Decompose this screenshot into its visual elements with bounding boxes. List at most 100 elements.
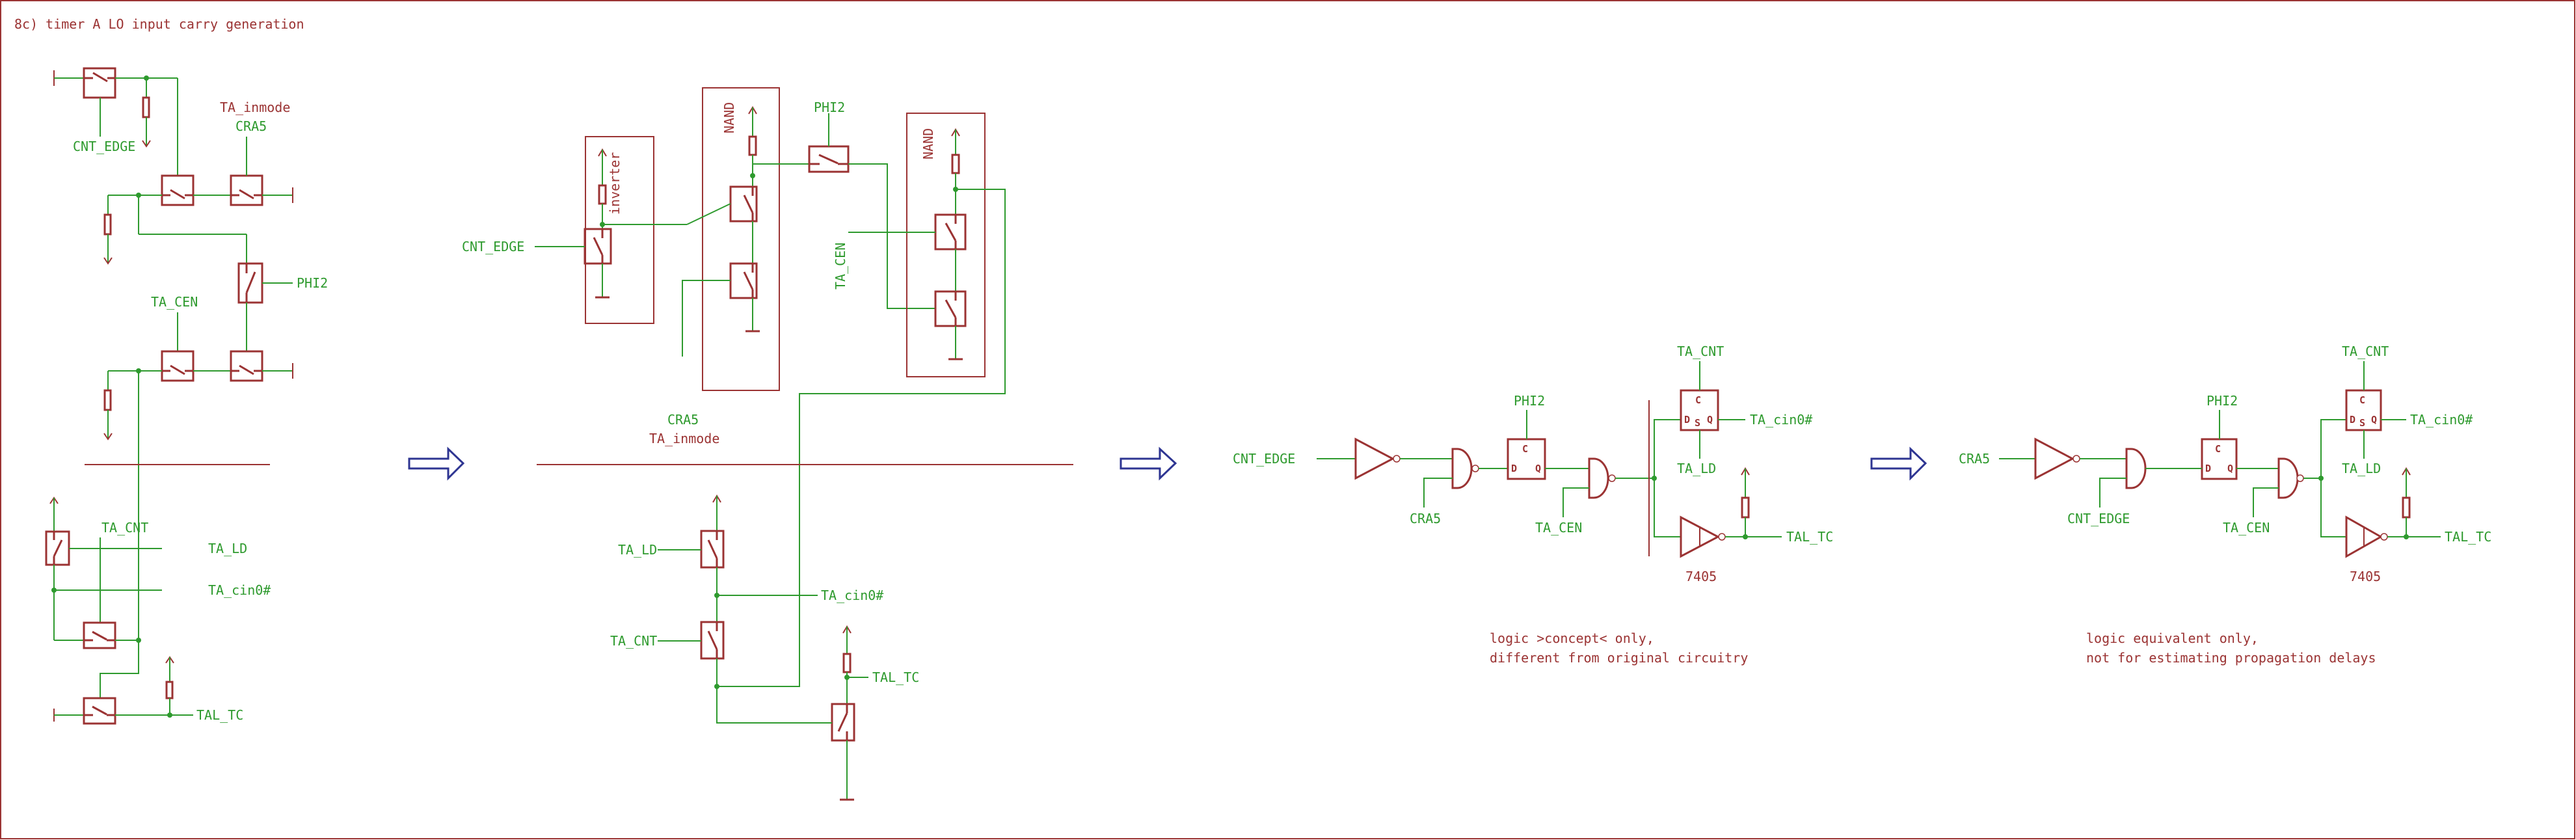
resistor xyxy=(1741,496,1750,519)
switch-nand1-upper xyxy=(729,185,758,223)
label-cra5: CRA5 xyxy=(235,118,267,134)
note-line-1: logic >concept< only, xyxy=(1490,630,1654,646)
label-tal-tc: TAL_TC xyxy=(1786,529,1833,545)
and-gate xyxy=(2125,448,2147,489)
switch-count-path xyxy=(161,174,195,206)
nand-gate-1 xyxy=(1451,448,1473,489)
ground-arrow-icon xyxy=(103,257,113,265)
label-ta-ld: TA_LD xyxy=(618,542,657,558)
label-ta-cen: TA_CEN xyxy=(2223,520,2270,535)
inversion-bubble xyxy=(1471,465,1479,472)
label-phi2: PHI2 xyxy=(2207,393,2238,409)
switch-tal-tc xyxy=(831,703,855,742)
label-ta-cnt: TA_CNT xyxy=(2342,344,2389,359)
resistor xyxy=(2402,496,2411,519)
label-ta-inmode: TA_inmode xyxy=(649,431,719,446)
label-tal-tc: TAL_TC xyxy=(872,670,919,685)
label-cra5: CRA5 xyxy=(667,412,699,427)
pin-d: D xyxy=(2350,414,2355,426)
pin-q: Q xyxy=(1707,414,1713,426)
inversion-bubble xyxy=(2296,474,2304,482)
inversion-bubble xyxy=(1393,455,1401,463)
pin-c: C xyxy=(2215,443,2221,455)
resistor xyxy=(103,213,112,236)
d-flipflop-ta-cnt: C D S Q xyxy=(2345,389,2382,431)
label-phi2: PHI2 xyxy=(814,100,845,115)
pin-q: Q xyxy=(2371,414,2377,426)
transform-arrow-icon xyxy=(1870,446,1927,481)
label-ta-ld: TA_LD xyxy=(1677,461,1716,476)
label-ta-ld: TA_LD xyxy=(208,541,247,556)
note-line-2: different from original circuitry xyxy=(1490,650,1748,666)
label-ta-cen: TA_CEN xyxy=(833,243,848,290)
inverter-gate xyxy=(1354,437,1395,480)
sheet-title: 8c) timer A LO input carry generation xyxy=(14,16,304,32)
transform-arrow-icon xyxy=(408,446,465,481)
switch-ta-cnt xyxy=(700,621,725,660)
pin-d: D xyxy=(1511,463,1517,474)
switch-cnt-edge xyxy=(83,67,116,99)
label-ta-cin0: TA_cin0# xyxy=(208,582,271,598)
label-cnt-edge: CNT_EDGE xyxy=(2067,511,2130,526)
switch-nand1-lower xyxy=(729,262,758,299)
inverter-gate xyxy=(2034,437,2075,480)
label-cra5: CRA5 xyxy=(1410,511,1441,526)
switch-inverter-contacts xyxy=(593,229,604,264)
resistor xyxy=(842,653,852,673)
label-ta-cin0: TA_cin0# xyxy=(821,588,883,603)
switch-tal-tc xyxy=(83,697,116,725)
switch-ta-ld xyxy=(45,530,70,566)
label-cnt-edge: CNT_EDGE xyxy=(1233,451,1295,467)
switch-ta-cnt xyxy=(83,621,116,649)
switch-ta-ld xyxy=(700,530,725,569)
resistor xyxy=(598,184,607,205)
switch-phi2 xyxy=(808,145,850,173)
pin-c: C xyxy=(1522,443,1528,455)
label-phi2: PHI2 xyxy=(297,275,328,291)
label-ta-cnt: TA_CNT xyxy=(610,633,657,649)
label-ta-inmode: TA_inmode xyxy=(220,100,290,115)
junction-dot xyxy=(750,173,755,178)
group-label-nand-2: NAND xyxy=(920,128,936,159)
inversion-bubble xyxy=(2073,455,2080,463)
group-label-inverter: inverter xyxy=(607,152,623,215)
ground-arrow-icon xyxy=(142,140,151,148)
pin-d: D xyxy=(2205,463,2211,474)
switch-phi2-series xyxy=(230,350,263,382)
transform-arrow-icon xyxy=(1120,446,1177,481)
group-box-nand-1 xyxy=(702,87,780,391)
ground-arrow-icon xyxy=(103,433,113,440)
panel-logic-equivalent: CRA5 CNT_EDGE C D Q PHI2 TA_CEN C D S xyxy=(1959,344,2491,666)
inversion-bubble xyxy=(1718,533,1726,541)
note-line-2: not for estimating propagation delays xyxy=(2086,650,2376,666)
label-tal-tc: TAL_TC xyxy=(196,707,243,723)
part-number: 7405 xyxy=(1685,569,1717,584)
resistor xyxy=(165,681,174,699)
switch-cra5 xyxy=(230,174,263,206)
switch-nand2-lower xyxy=(934,290,967,327)
switch-phi2 xyxy=(237,262,263,304)
nand-gate xyxy=(2277,457,2299,499)
label-ta-cen: TA_CEN xyxy=(151,294,198,310)
inversion-bubble xyxy=(2380,533,2388,541)
pin-d: D xyxy=(1684,414,1690,426)
pin-s: S xyxy=(1695,417,1700,429)
label-tal-tc: TAL_TC xyxy=(2445,529,2491,545)
d-flipflop-phi2: C D Q xyxy=(2201,438,2238,480)
group-label-nand-1: NAND xyxy=(721,102,737,133)
label-cra5: CRA5 xyxy=(1959,451,1990,467)
resistor xyxy=(142,96,150,118)
resistor xyxy=(951,154,960,174)
d-flipflop-ta-cnt: C D S Q xyxy=(1680,389,1719,431)
switch-nand2-upper xyxy=(934,213,967,251)
label-cnt-edge: CNT_EDGE xyxy=(73,139,135,154)
resistor xyxy=(748,135,757,156)
inversion-bubble xyxy=(1608,474,1616,482)
pin-q: Q xyxy=(2227,463,2233,474)
label-ta-cin0: TA_cin0# xyxy=(1750,412,1812,427)
pin-c: C xyxy=(1695,394,1701,406)
panel-gate-level: inverter CNT_EDGE NAND xyxy=(462,87,1073,801)
resistor xyxy=(103,389,112,411)
